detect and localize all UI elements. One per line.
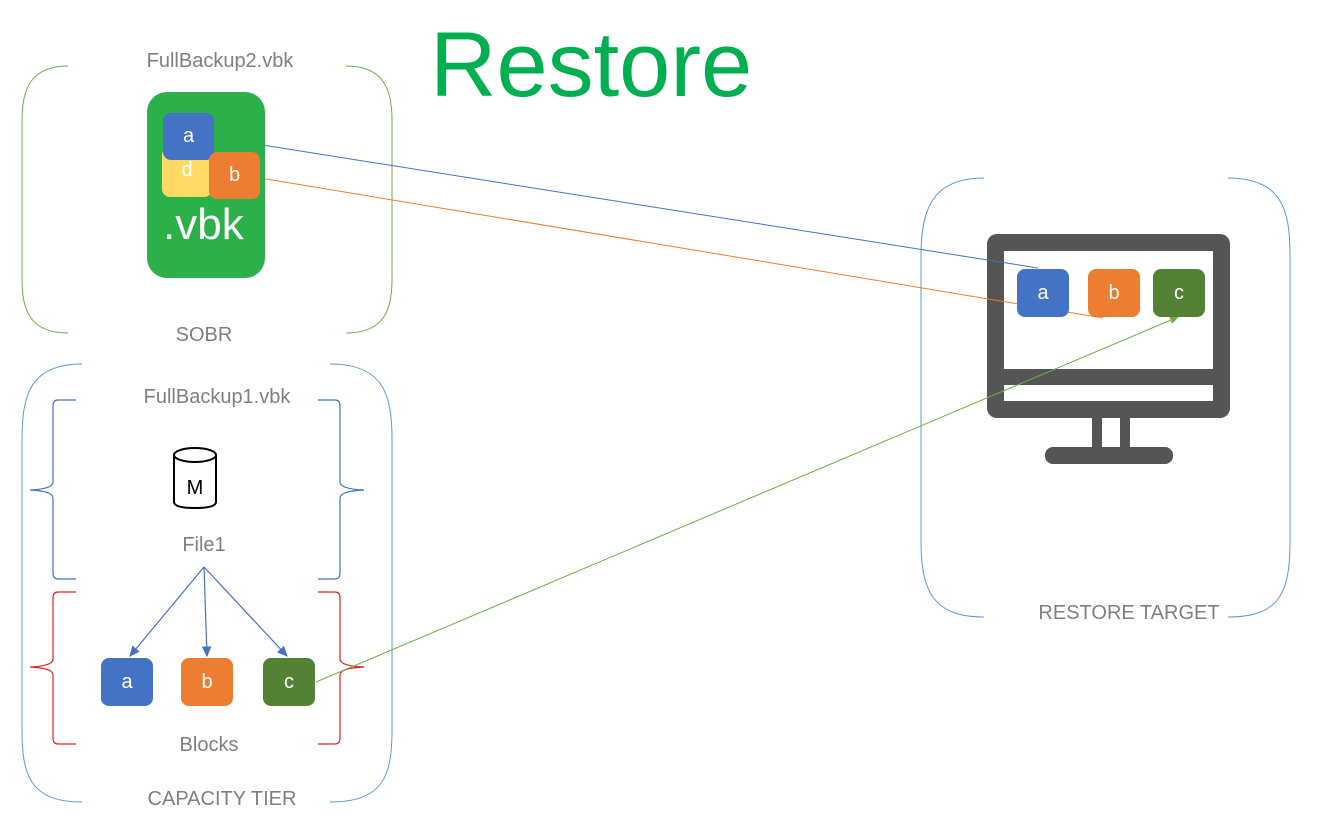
sobr-block-a: a bbox=[163, 113, 214, 160]
sobr-block-b: b bbox=[209, 152, 260, 199]
page-title: Restore bbox=[430, 14, 753, 116]
restore-target-label: RESTORE TARGET bbox=[1038, 602, 1220, 624]
restore-line-b bbox=[259, 177, 1104, 319]
file-to-blocks-arrows bbox=[129, 566, 288, 658]
restore-block-a: a bbox=[1017, 269, 1069, 317]
restore-line-c bbox=[315, 316, 1179, 683]
restore-target-frame bbox=[920, 177, 1291, 618]
capacity-tier-group-label: CAPACITY TIER bbox=[147, 788, 297, 810]
restore-line-a bbox=[211, 136, 1039, 269]
capacity-file-label: FullBackup1.vbk bbox=[143, 386, 291, 408]
metadata-icon-letter: M bbox=[187, 477, 204, 499]
file1-label: File1 bbox=[182, 534, 226, 556]
capacity-block-b: b bbox=[181, 658, 233, 706]
capacity-block-c: c bbox=[263, 658, 315, 706]
capacity-block-a: a bbox=[101, 658, 153, 706]
restore-block-c: c bbox=[1153, 269, 1205, 317]
capacity-tier-frame bbox=[21, 363, 393, 803]
blocks-brace bbox=[29, 591, 365, 745]
blocks-label: Blocks bbox=[179, 734, 239, 756]
vbk-extension-label: .vbk bbox=[163, 200, 244, 249]
restore-block-b: b bbox=[1088, 269, 1140, 317]
sobr-group-label: SOBR bbox=[175, 324, 233, 346]
metadata-cylinder-icon bbox=[173, 447, 217, 510]
sobr-file-label: FullBackup2.vbk bbox=[146, 50, 294, 72]
file-brace bbox=[29, 399, 365, 580]
